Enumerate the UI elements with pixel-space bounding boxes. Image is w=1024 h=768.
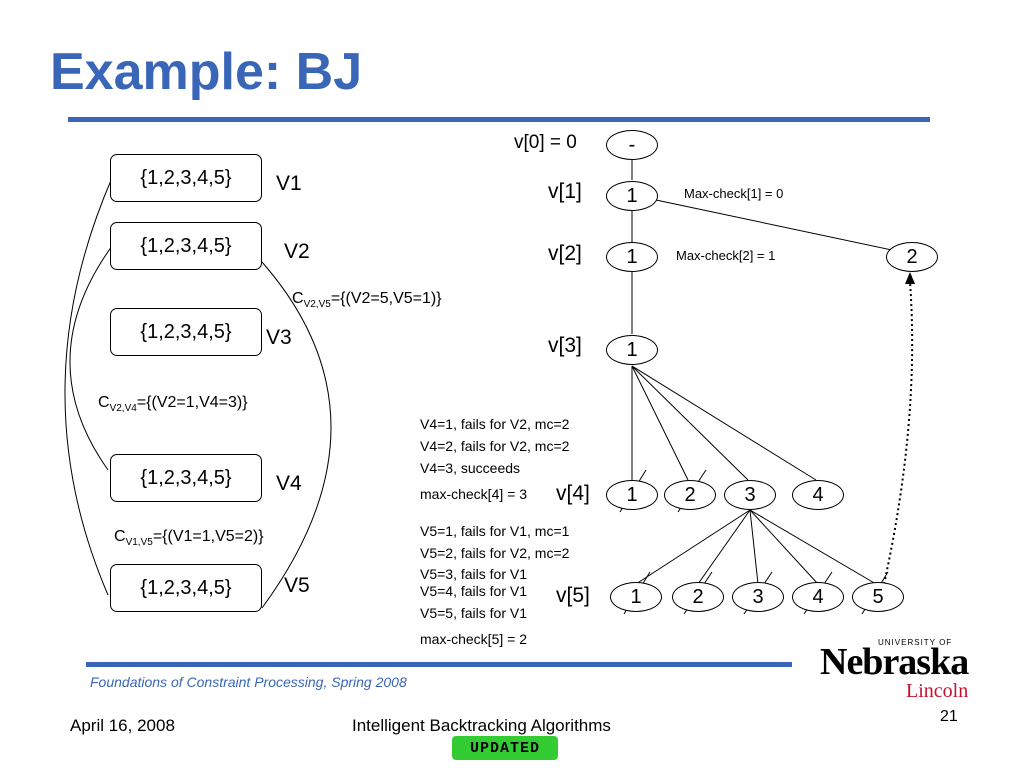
constraint-tuples: ={(V1=1,V5=2)} xyxy=(152,528,264,545)
tree-node-v3-1: 1 xyxy=(606,335,658,365)
footer-rule xyxy=(86,662,792,667)
variable-label-v4: V4 xyxy=(276,472,302,495)
v4-maxcheck-note: max-check[4] = 3 xyxy=(420,486,527,502)
level-label-v4: v[4] xyxy=(556,482,590,505)
tree-node-v4-3: 3 xyxy=(724,480,776,510)
v5-note: V5=3, fails for V1 xyxy=(420,566,528,582)
footer-date: April 16, 2008 xyxy=(70,716,175,735)
tree-node-v5-1: 1 xyxy=(610,582,662,612)
slide-title: Example: BJ xyxy=(50,43,363,101)
v5-note: V5=4, fails for V1 xyxy=(420,583,528,599)
constraint-prefix: C xyxy=(98,394,110,411)
v5-note: V5=2, fails for V2, mc=2 xyxy=(420,545,570,561)
tree-node-v5-4: 4 xyxy=(792,582,844,612)
edge-v4-v5-5 xyxy=(749,509,877,585)
constraint-scope: V2,V4 xyxy=(109,403,137,415)
arc-v1-v5 xyxy=(64,177,113,596)
v4-note: V4=2, fails for V2, mc=2 xyxy=(420,438,570,454)
tree-node-v1-1: 1 xyxy=(606,181,658,211)
constraint-tuples: ={(V2=1,V4=3)} xyxy=(136,394,248,411)
footer-center-title: Intelligent Backtracking Algorithms xyxy=(352,716,611,735)
arc-v2-v5 xyxy=(261,261,332,609)
domain-box-v1: {1,2,3,4,5} xyxy=(110,154,262,202)
level-label-v5: v[5] xyxy=(556,584,590,607)
level-label-v0: v[0] = 0 xyxy=(514,132,577,153)
variable-label-v2: V2 xyxy=(284,240,310,263)
domain-box-v2: {1,2,3,4,5} xyxy=(110,222,262,270)
constraint-v1-v5: CV1,V5={(V1=1,V5=2)} xyxy=(114,528,264,548)
v4-note: V4=3, succeeds xyxy=(420,460,521,476)
v5-maxcheck-note: max-check[5] = 2 xyxy=(420,631,527,647)
tree-node-v4-2: 2 xyxy=(664,480,716,510)
footer-course-title: Foundations of Constraint Processing, Sp… xyxy=(90,674,407,690)
logo-university-text: UNIVERSITY OF xyxy=(878,638,953,647)
level-label-v1: v[1] xyxy=(548,180,582,203)
backjump-arrowhead xyxy=(905,272,915,284)
tree-node-v5-3: 3 xyxy=(732,582,784,612)
title-underline xyxy=(68,117,930,122)
updated-badge: UPDATED xyxy=(452,736,558,760)
v5-note: V5=5, fails for V1 xyxy=(420,605,528,621)
constraint-scope: V1,V5 xyxy=(125,537,153,549)
edge-v3-v4-3 xyxy=(631,365,749,481)
edge-v3-v4-4 xyxy=(631,365,817,481)
edge-v4-v5-1 xyxy=(635,509,751,585)
v5-note: V5=1, fails for V1, mc=1 xyxy=(420,523,570,539)
domain-box-v3: {1,2,3,4,5} xyxy=(110,308,262,356)
tree-node-v5-2: 2 xyxy=(672,582,724,612)
tree-node-v4-1: 1 xyxy=(606,480,658,510)
variable-label-v5: V5 xyxy=(284,574,310,597)
tree-node-v2-2: 2 xyxy=(886,242,938,272)
edge-v4-v5-4 xyxy=(749,509,819,585)
edge-v4-v5-3 xyxy=(749,509,759,585)
constraint-prefix: C xyxy=(292,290,304,307)
constraint-prefix: C xyxy=(114,528,126,545)
constraint-tuples: ={(V2=5,V5=1)} xyxy=(330,290,442,307)
arc-v2-v4 xyxy=(69,245,113,471)
constraint-scope: V2,V5 xyxy=(303,299,331,311)
nebraska-logo: UNIVERSITY OF Nebraska Lincoln xyxy=(820,636,970,702)
level-label-v2: v[2] xyxy=(548,242,582,265)
tree-node-v5-5: 5 xyxy=(852,582,904,612)
maxcheck-1-note: Max-check[1] = 0 xyxy=(684,186,784,201)
logo-wordmark: Nebraska xyxy=(820,641,969,683)
level-label-v3: v[3] xyxy=(548,334,582,357)
edge-v3-v4-2 xyxy=(631,365,689,481)
logo-campus-text: Lincoln xyxy=(906,680,969,702)
tree-node-root: - xyxy=(606,130,658,160)
page-number: 21 xyxy=(940,708,958,725)
edge-v4-v5-2 xyxy=(697,509,751,585)
constraint-v2-v5: CV2,V5={(V2=5,V5=1)} xyxy=(292,290,442,310)
constraint-v2-v4: CV2,V4={(V2=1,V4=3)} xyxy=(98,394,248,414)
domain-box-v5: {1,2,3,4,5} xyxy=(110,564,262,612)
tree-node-v4-4: 4 xyxy=(792,480,844,510)
maxcheck-2-note: Max-check[2] = 1 xyxy=(676,248,776,263)
tree-node-v2-1: 1 xyxy=(606,242,658,272)
variable-label-v1: V1 xyxy=(276,172,302,195)
v4-note: V4=1, fails for V2, mc=2 xyxy=(420,416,570,432)
domain-box-v4: {1,2,3,4,5} xyxy=(110,454,262,502)
variable-label-v3: V3 xyxy=(266,326,292,349)
backjump-arrow xyxy=(883,281,914,585)
edge-v1-v2b xyxy=(655,199,893,251)
